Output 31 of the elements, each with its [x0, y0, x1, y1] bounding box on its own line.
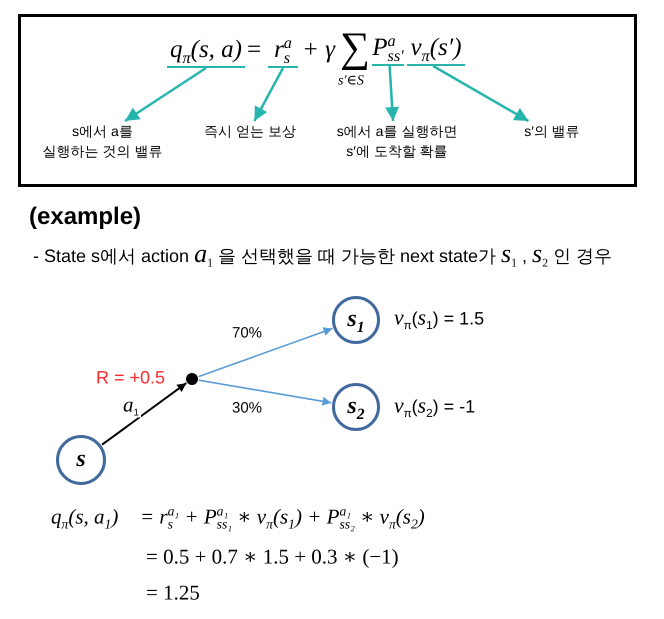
reward-label: R = +0.5 [96, 368, 165, 388]
equation-text: = [247, 36, 262, 64]
annotation-text: s′의 밸류 [510, 121, 594, 141]
sum-symbol: ∑ [340, 24, 370, 72]
state-circle: s$_{2}$ [332, 383, 380, 431]
equation-text: = 0.5 + 0.7 ∗ 1.5 + 0.3 ∗ (−1) [146, 544, 399, 570]
state-circle: s$_{1}$ [332, 296, 380, 344]
arrow [198, 327, 333, 378]
leader-arrow [432, 64, 530, 122]
leader-arrow [124, 66, 207, 122]
state-circle: s [56, 435, 106, 485]
leader-arrow [385, 66, 400, 122]
formula-term: v$_{π}$(s′) [407, 32, 465, 66]
description-text: - State s에서 action a$_{1}$ 을 선택했을 때 가능한 next state가 s$_{1}$ , s$_{2}$ 인 경우 [33, 244, 612, 268]
equation-text: = r$_{s}$$^{a₁}$ + P$_{ss₁}$$^{a₁}$ ∗ v$_{π}$(s$_{1}$) + P$_{ss₂}$$^{a₁}$ ∗ v$_{π}$(s$_{2}$) [140, 504, 425, 530]
equation-text: q$_{π}$(s, a$_{1}$) [51, 504, 118, 530]
sum-index: s′∈S [338, 72, 364, 90]
dot-icon [186, 373, 198, 385]
annotation-text: s에서 a를 실행하는 것의 밸류 [40, 121, 165, 161]
value-label: v$_{π}$(s$_{1}$) = 1.5 [394, 306, 484, 330]
equation-text: = 1.25 [146, 580, 200, 606]
formula-panel [18, 14, 637, 187]
formula-term: q$_{π}$(s, a) [167, 34, 245, 68]
arrow [101, 382, 187, 446]
equation-text: + γ [302, 36, 335, 64]
annotation-text: s에서 a를 실행하면 s′에 도착할 확률 [330, 121, 464, 161]
value-label: v$_{π}$(s$_{2}$) = -1 [394, 394, 476, 418]
arrow [198, 379, 332, 406]
leader-arrow [253, 67, 284, 122]
section-heading: (example) [29, 203, 142, 231]
annotation-text: 즉시 얻는 보상 [195, 121, 305, 141]
